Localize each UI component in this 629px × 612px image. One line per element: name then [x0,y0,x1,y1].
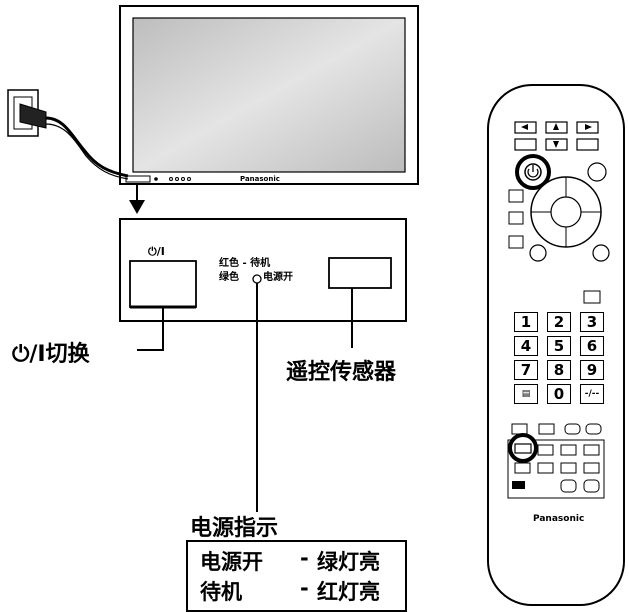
remote-f1-key [514,138,537,151]
display-button [181,177,185,181]
panel-indicator-on-text: 电源开 [263,272,293,283]
panel-indicator-green-text: 绿色 [219,272,239,283]
callout-line-power-switch [137,307,164,351]
remote-round-key [529,244,547,262]
remote-small-key [585,423,602,435]
remote-stop-key [560,462,577,474]
status-row-standby: 待机 - 红灯亮 [200,576,380,606]
remote-ch-up-key [583,479,600,493]
remote-highlighted-key [514,443,532,454]
display-brand-logo: Panasonic [240,175,280,183]
status-state: 待机 [200,580,242,604]
display-screen [132,17,406,173]
remote-key-9: 9 [580,360,604,380]
display-button [175,177,179,181]
remote-small-key [511,423,528,435]
remote-av-section [507,439,605,499]
status-separator: - [300,546,309,570]
remote-key-6: 6 [580,336,604,356]
callout-remote-sensor: 遥控传感器 [286,360,397,385]
remote-mute-button [587,162,607,182]
remote-pause-key [583,462,600,474]
remote-round-key [592,244,610,262]
remote-key [537,462,554,474]
power-outlet [7,89,129,180]
status-separator: - [300,576,309,600]
remote-key-3: 3 [580,312,604,332]
remote-small-key [538,423,555,435]
power-plug [19,103,47,129]
remote-ff-key [583,444,600,456]
remote-key-7: 7 [514,360,538,380]
remote-nav-center [550,196,582,228]
remote-key-display: ▤ [514,384,538,404]
remote-key-8: 8 [547,360,571,380]
remote-recall-key [508,235,524,249]
status-color: 红灯亮 [317,580,380,604]
remote-key-0: 0 [547,384,571,404]
remote-key-1: 1 [514,312,538,332]
remote-key [514,462,531,474]
panel-indicator-red-text: 红色 - 待机 [219,258,271,269]
panel-remote-sensor [328,257,392,289]
remote-menu-key [508,211,524,225]
callout-power-switch: ⏻/I切换 [12,342,90,367]
status-color: 绿灯亮 [317,550,380,574]
power-cable [45,116,129,178]
remote-aspect-key [583,290,601,304]
remote-rewind-key [537,444,554,456]
remote-input-key [508,189,524,203]
display-button [187,177,191,181]
remote-key-5: 5 [547,336,571,356]
remote-small-key [564,423,581,435]
callout-lines [137,283,353,512]
remote-brand-logo: Panasonic [533,514,585,524]
panel-power-switch [129,260,197,308]
indicator-status-table: 电源开 - 绿灯亮 待机 - 红灯亮 [186,540,407,612]
status-row-on: 电源开 - 绿灯亮 [200,546,380,576]
panel-power-switch-label: ⏻/I [148,245,165,258]
panel-power-indicator [252,274,262,284]
remote-key-4: 4 [514,336,538,356]
display-button [169,177,173,181]
callout-power-indicator: 电源指示 [190,516,279,541]
status-state: 电源开 [200,550,263,574]
remote-key-dash: -/-- [580,384,604,404]
control-panel-zoom [119,218,407,322]
power-cable-edge [45,123,129,180]
remote-label-block [512,481,525,489]
remote-ch-down-key [560,479,577,493]
remote-f2-key [576,138,599,151]
display-unit [119,5,419,185]
display-indicator [154,177,158,181]
zoom-arrow [129,183,145,214]
remote-key-2: 2 [547,312,571,332]
remote-play-key [560,444,577,456]
